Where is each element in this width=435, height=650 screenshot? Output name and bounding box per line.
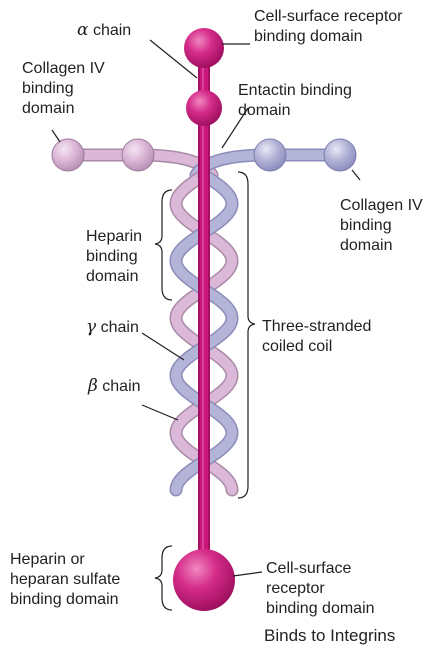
alpha-chain-rod (198, 48, 210, 578)
cell-surface-receptor-domain-top (184, 28, 224, 68)
collagen-domain-left-inner (122, 139, 154, 171)
label-collagen-right: Collagen IV binding domain (340, 196, 423, 256)
leader-cell-surface-bottom (233, 572, 262, 576)
label-cell-surface-receptor-top: Cell-surface receptor binding domain (254, 7, 403, 47)
label-binds-to-integrins: Binds to Integrins (264, 626, 395, 646)
label-cell-surface-receptor-bottom: Cell-surface receptor binding domain (266, 559, 375, 619)
label-beta-chain: β chain (88, 376, 141, 397)
coiled-coil-bracket (238, 172, 255, 498)
gamma-symbol: γ (86, 317, 96, 337)
cell-surface-receptor-domain-bottom (173, 549, 235, 611)
label-gamma-chain: γ chain (86, 317, 139, 338)
label-heparan-sulfate: Heparin or heparan sulfate binding domai… (10, 550, 120, 610)
heparin-bracket (155, 190, 172, 300)
collagen-domain-right-inner (254, 139, 286, 171)
collagen-domain-left-outer (52, 139, 84, 171)
beta-symbol: β (88, 376, 98, 396)
label-collagen-left: Collagen IV binding domain (22, 59, 105, 119)
alpha-symbol: α (77, 20, 88, 40)
label-coiled-coil: Three-stranded coiled coil (262, 317, 371, 357)
heparan-sulfate-bracket (155, 546, 172, 610)
leader-collagen-left (52, 130, 60, 142)
leader-collagen-right (352, 170, 360, 180)
leader-gamma-chain (142, 333, 184, 360)
leader-beta-chain (142, 405, 178, 420)
entactin-binding-domain (186, 90, 222, 126)
label-alpha-chain: α chain (77, 20, 131, 41)
label-heparin: Heparin binding domain (86, 227, 142, 287)
collagen-domain-right-outer (324, 139, 356, 171)
label-entactin: Entactin binding domain (238, 81, 352, 121)
